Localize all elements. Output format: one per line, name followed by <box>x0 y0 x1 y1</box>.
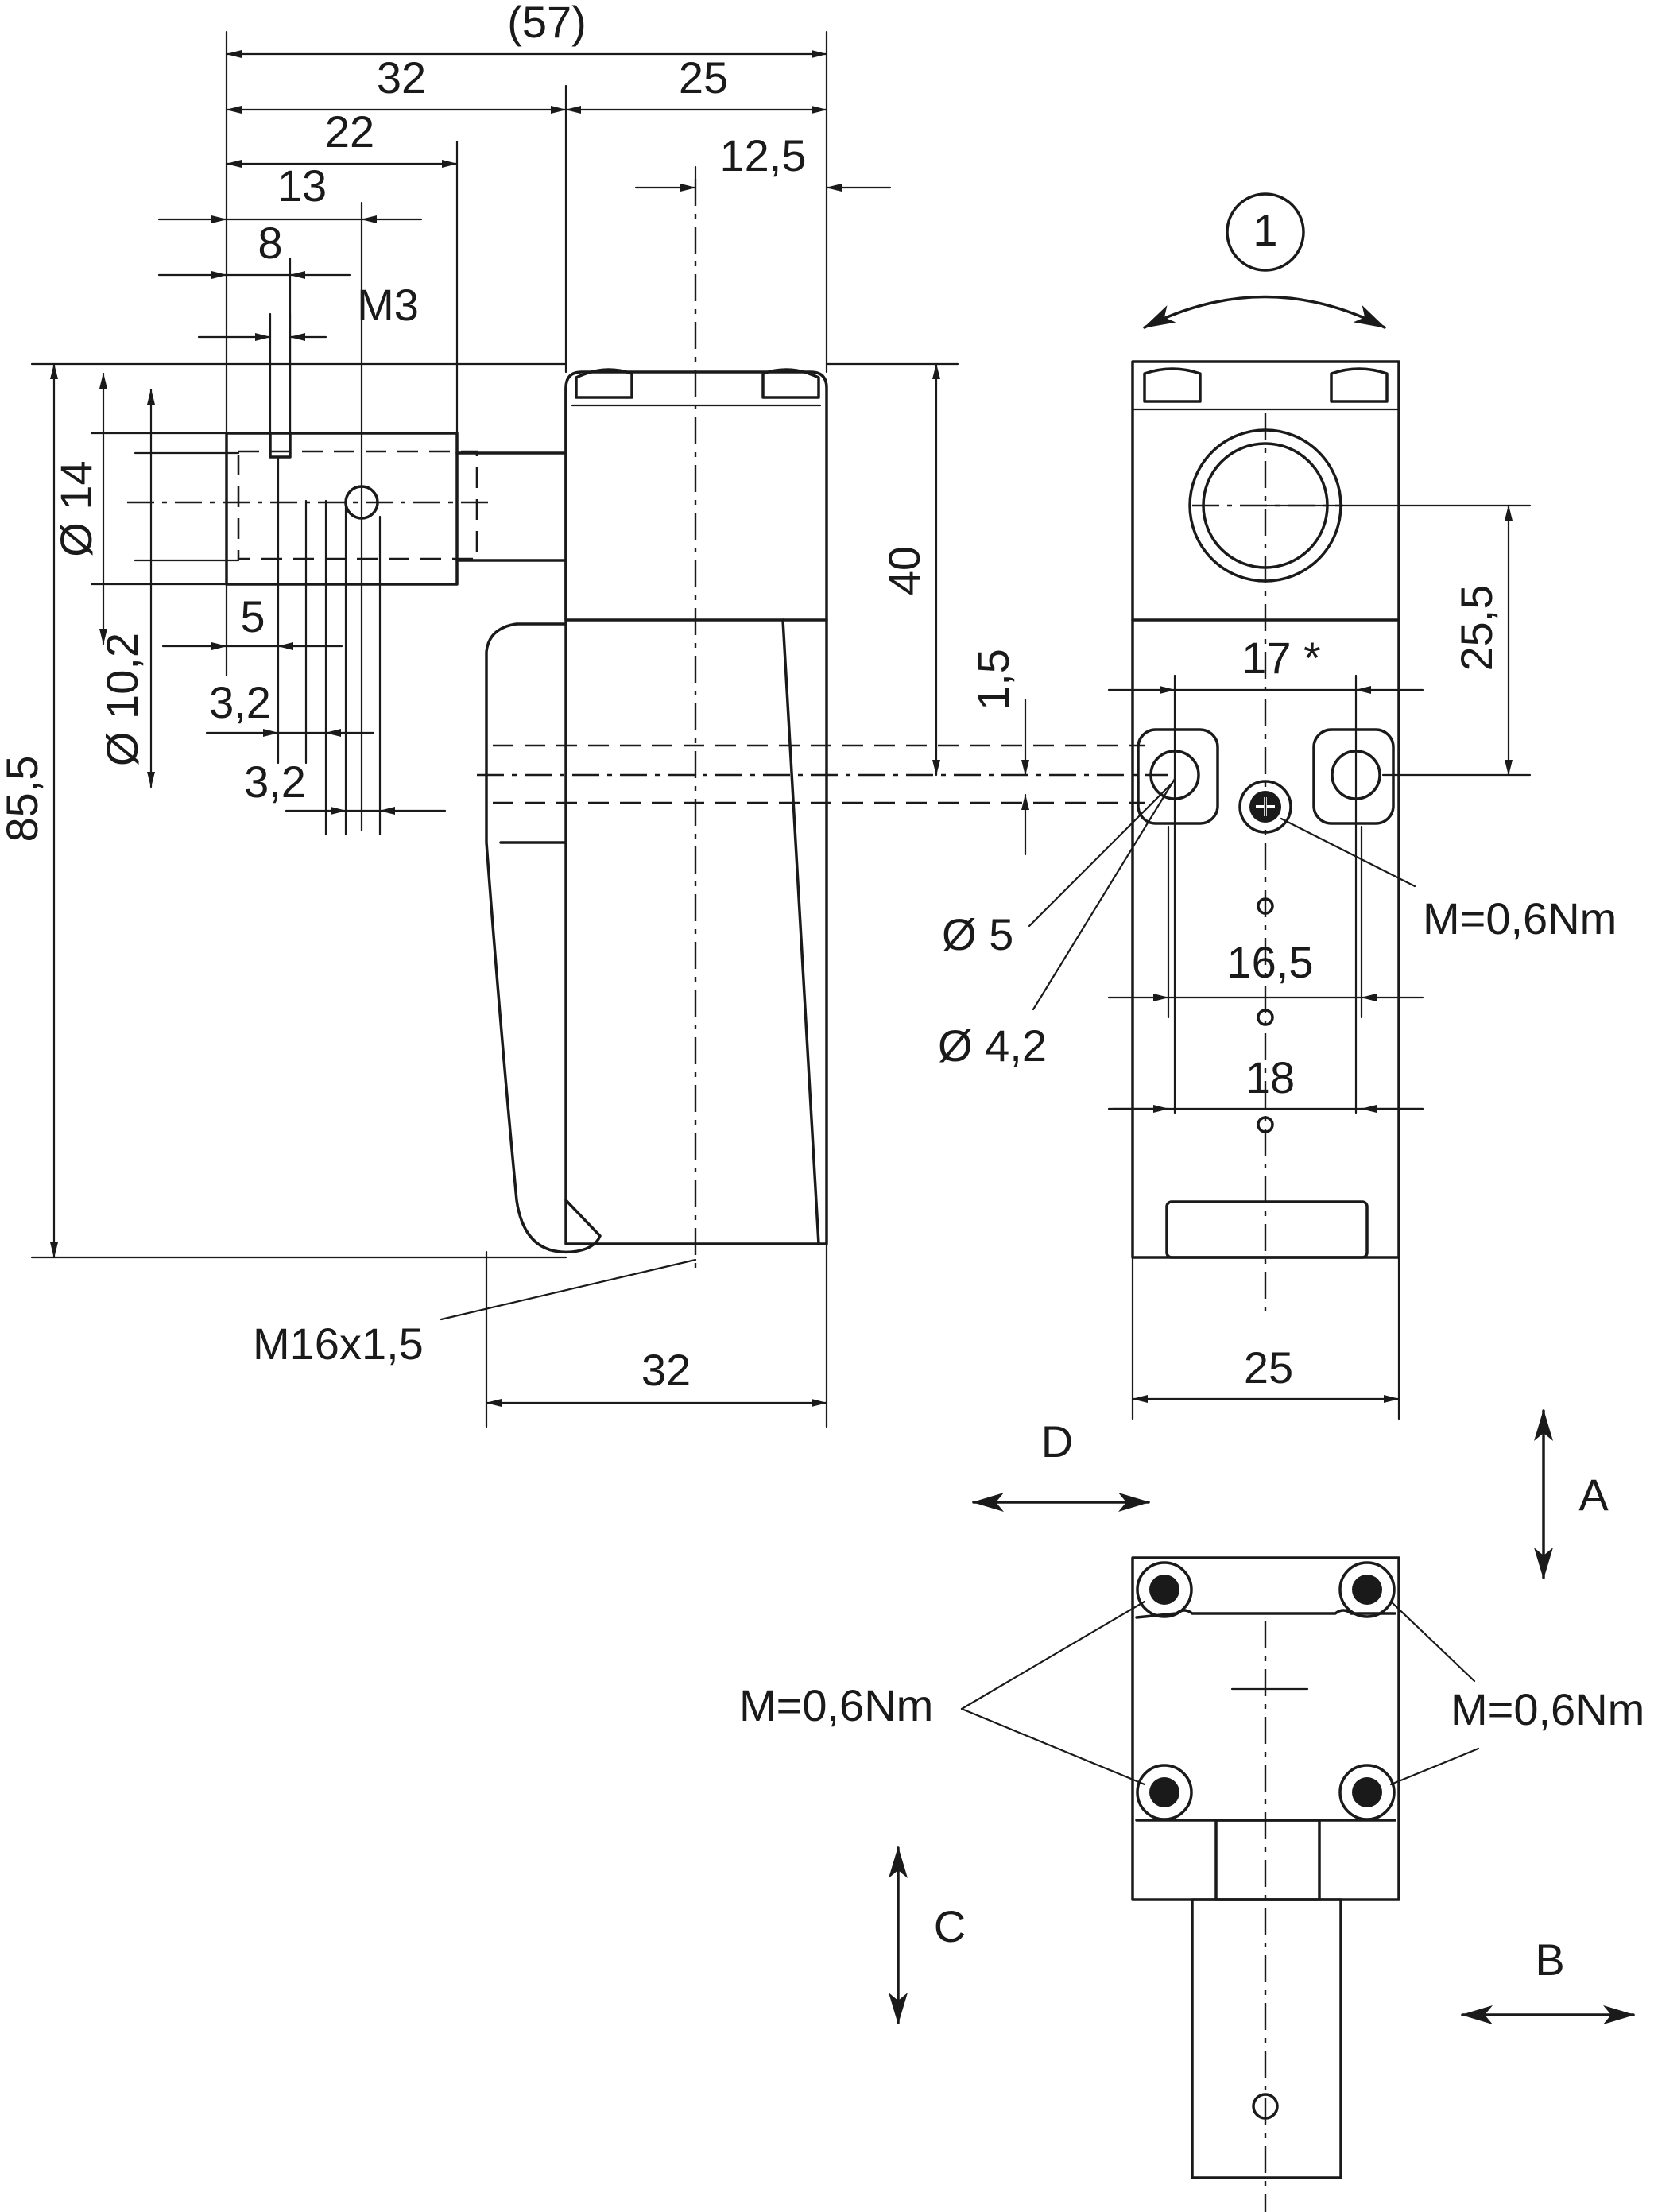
top-torque-left: M=0,6Nm <box>739 1680 933 1730</box>
dim-d14: Ø 14 <box>51 460 101 556</box>
dim-16-5: 16,5 <box>1227 937 1314 987</box>
direction-a-label: A <box>1578 1470 1609 1520</box>
dim-5: 5 <box>240 591 265 641</box>
dim-m3: M3 <box>357 280 419 330</box>
dim-17: 17 * <box>1241 633 1321 683</box>
dim-85-5: 85,5 <box>0 756 47 843</box>
dim-d4-2: Ø 4,2 <box>938 1021 1047 1071</box>
dim-40: 40 <box>879 546 929 595</box>
dim-18: 18 <box>1245 1052 1295 1102</box>
screw-bottom-right <box>1338 1764 1396 1821</box>
screw-top-left <box>1136 1561 1193 1618</box>
dim-25-5: 25,5 <box>1451 585 1501 672</box>
side-view: (57) 32 25 22 12,5 13 8 M3 Ø 14 <box>0 0 1168 1428</box>
dim-32-bottom: 32 <box>641 1345 691 1395</box>
dim-8: 8 <box>258 218 282 268</box>
top-torque-right: M=0,6Nm <box>1451 1684 1644 1734</box>
dim-22: 22 <box>325 107 374 157</box>
top-view: M=0,6Nm M=0,6Nm D A C B <box>739 1409 1644 2212</box>
front-torque-label: M=0,6Nm <box>1423 893 1617 943</box>
dim-3-2-a: 3,2 <box>209 677 271 727</box>
dim-32-top: 32 <box>377 52 426 103</box>
dim-d5: Ø 5 <box>942 909 1013 959</box>
dim-13: 13 <box>277 161 327 211</box>
dim-25-top: 25 <box>679 52 728 103</box>
screw-top-right <box>1338 1561 1396 1618</box>
direction-c-label: C <box>934 1901 966 1951</box>
dim-overall: (57) <box>507 0 587 47</box>
label-thread: M16x1,5 <box>253 1319 424 1369</box>
dim-25-bottom: 25 <box>1244 1342 1293 1393</box>
direction-d-label: D <box>1041 1416 1073 1466</box>
dim-1-5: 1,5 <box>968 649 1018 711</box>
dim-12-5: 12,5 <box>720 130 807 180</box>
dim-3-2-b: 3,2 <box>244 757 306 807</box>
dim-d10-2: Ø 10,2 <box>97 633 147 766</box>
direction-b-label: B <box>1535 1935 1564 1985</box>
rotation-marker-label: 1 <box>1253 205 1277 255</box>
front-view: 1 17 * 25,5 Ø 5 Ø 4,2 M=0,6Nm 16,5 1 <box>938 192 1617 1420</box>
screw-bottom-left <box>1136 1764 1193 1821</box>
